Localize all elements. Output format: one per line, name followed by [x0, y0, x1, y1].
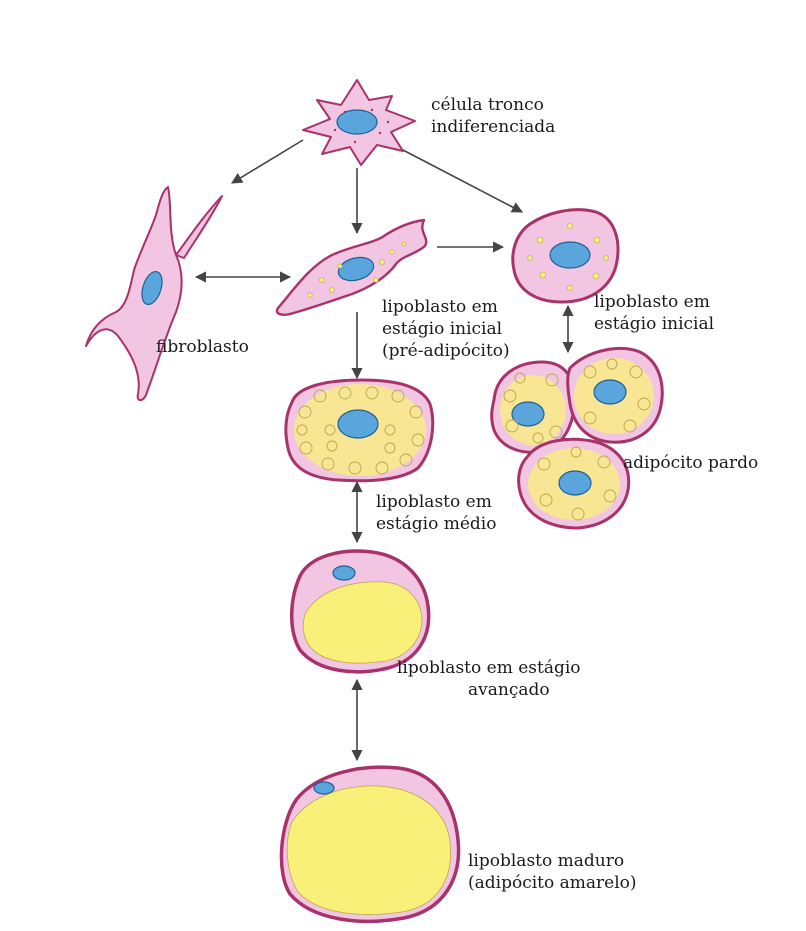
mid-lipoblast-nucleus	[338, 410, 378, 438]
early-lipoblast-right-cell	[513, 210, 618, 302]
early-lipoblast-right-nucleus	[550, 242, 590, 268]
label-mid-lipoblast: lipoblasto em estágio médio	[376, 492, 497, 534]
late-lipoblast-cell	[292, 551, 429, 672]
mature-lipoblast-cell	[281, 767, 458, 921]
mature-lipoblast-fat	[287, 786, 450, 915]
label-brown-adipocyte: adipócito pardo	[623, 453, 758, 473]
fibroblast-cell	[86, 187, 222, 400]
brown-adipocyte-cell-bottom	[519, 439, 629, 528]
label-mature-lipoblast: lipoblasto maduro (adipócito amarelo)	[468, 851, 637, 893]
label-early-lipoblast-center: lipoblasto em estágio inicial (pré-adipó…	[382, 297, 510, 361]
label-early-lipoblast-right: lipoblasto em estágio inicial	[594, 292, 715, 334]
label-stem-cell: célula tronco indiferenciada	[431, 95, 555, 137]
brown-adipocyte-cell-right	[568, 349, 663, 443]
stem-cell-nucleus	[337, 110, 377, 134]
late-lipoblast-nucleus	[333, 566, 355, 580]
stem-cell	[303, 80, 415, 165]
label-late-lipoblast: lipoblasto em estágio avançado	[397, 658, 586, 700]
mature-lipoblast-nucleus	[314, 782, 334, 794]
arrow-stem-to-right-lipoblast	[403, 150, 522, 212]
arrow-stem-to-fibroblast	[232, 140, 303, 183]
label-fibroblast: fibroblasto	[156, 337, 249, 357]
brown-adipocyte-cluster	[492, 349, 663, 528]
mid-lipoblast-cell	[286, 380, 433, 481]
